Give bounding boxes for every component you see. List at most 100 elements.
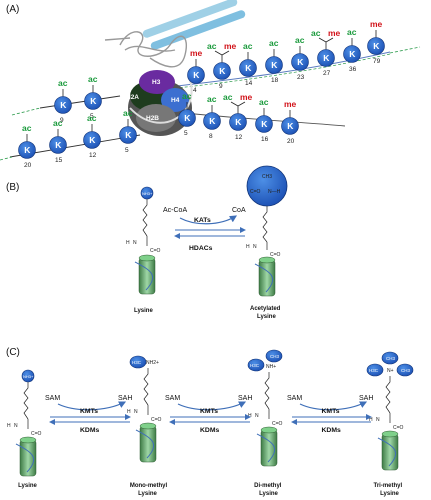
h3-subunit — [139, 70, 175, 94]
me-mark: me — [370, 19, 383, 29]
residue-letter: K — [373, 41, 380, 51]
ac-mark: ac — [87, 113, 97, 123]
ac-mark: ac — [295, 35, 305, 45]
acetylated-label-2: Lysine — [257, 314, 276, 320]
co-label: C=O — [393, 425, 404, 431]
n-label: N — [14, 423, 18, 429]
residue-letter: K — [193, 70, 200, 80]
peptide-cylinder — [256, 426, 278, 467]
residue-letter: K — [349, 49, 356, 59]
me-mark: me — [284, 99, 297, 109]
h2b-subunit — [136, 104, 176, 132]
state-label-line2: Lysine — [138, 491, 157, 497]
residue-letter: K — [271, 60, 278, 70]
peptide-cylinder — [15, 436, 37, 477]
lysine-residue-upper-3: K 18 ac — [265, 38, 283, 84]
residue-letter: K — [90, 96, 97, 106]
residue-letter: K — [235, 117, 242, 127]
lysine-structure-c: NH3+NHC=O — [7, 369, 42, 477]
residue-letter: K — [125, 130, 132, 140]
h-label: H — [248, 413, 252, 419]
residue-number: 18 — [271, 77, 279, 84]
ch3-label: CH3 — [262, 174, 272, 180]
ac-mark: ac — [207, 41, 217, 51]
lysine-residue-h4-1: K 8 ac — [203, 94, 221, 140]
peptide-cylinder-b2 — [254, 256, 276, 297]
h4-subunit — [161, 88, 189, 112]
b-h-label: H — [126, 240, 130, 246]
n-label: N — [376, 417, 380, 423]
ac-mark: ac — [347, 27, 357, 37]
h2a-label: H2A — [126, 94, 139, 101]
lysine-residue-leftlower-3: K 5 ac — [119, 108, 137, 154]
panel-a-label: (A) — [6, 4, 19, 15]
residue-letter: K — [261, 119, 268, 129]
ac-mark: ac — [207, 94, 217, 104]
residue-number: 20 — [24, 162, 32, 169]
kdms-label: KDMs — [80, 427, 99, 434]
n-label: N — [134, 409, 138, 415]
sah-label: SAH — [238, 395, 252, 402]
nh3-label: NH3+ — [142, 191, 153, 196]
residue-letter: K — [209, 116, 216, 126]
ac-mark: ac — [22, 123, 32, 133]
residue-number: 8 — [209, 133, 213, 140]
residue-number: 5 — [90, 113, 94, 120]
residue-letter: K — [184, 113, 191, 123]
mono-methyl-group: H3C — [132, 360, 142, 365]
methyl-state-label-0: Lysine — [18, 483, 37, 489]
b-co-label: C=O — [150, 248, 161, 254]
me-mark: me — [328, 28, 341, 38]
h-label: H — [369, 417, 373, 423]
sam-label: SAM — [165, 395, 180, 402]
residue-number: 5 — [184, 130, 188, 137]
residue-number: 12 — [235, 134, 243, 141]
kdms-label: KDMs — [322, 427, 341, 434]
ac-mark: ac — [123, 108, 133, 118]
ac-mark: ac — [311, 28, 321, 38]
histone-octamer: H2A H3 H4 H2B — [126, 70, 193, 136]
ac-mark: ac — [269, 38, 279, 48]
residue-number: 20 — [287, 138, 295, 145]
residue-letter: K — [245, 63, 252, 73]
n-plus-label: N+ — [387, 368, 394, 374]
residue-letter: K — [60, 100, 67, 110]
di-methyl-left: H3C — [250, 363, 260, 368]
h-label: H — [7, 423, 11, 429]
kats-label: KATs — [194, 217, 211, 224]
residue-letter: K — [287, 121, 294, 131]
residue-number: 5 — [125, 147, 129, 154]
ac-coa-label: Ac-CoA — [163, 207, 187, 214]
h-label: H — [127, 409, 131, 415]
kdms-label: KDMs — [200, 427, 219, 434]
tri-methyl-left: H3C — [369, 368, 379, 373]
sam-label: SAM — [287, 395, 302, 402]
nh-label: N—H — [268, 189, 281, 195]
tri-methyl-right: CH3 — [401, 368, 410, 373]
residue-number: 15 — [55, 157, 63, 164]
residue-number: 9 — [60, 117, 64, 124]
residue-letter: K — [24, 145, 31, 155]
me-mark: me — [240, 92, 253, 102]
sam-label: SAM — [45, 395, 60, 402]
b-co2-label: C=O — [250, 189, 261, 195]
ac-mark: ac — [259, 97, 269, 107]
ac-mark: ac — [88, 74, 98, 84]
residue-number: 36 — [349, 66, 357, 73]
h3-label: H3 — [152, 79, 161, 86]
nh3-label: NH3+ — [23, 374, 34, 379]
nh-label: NH+ — [266, 364, 276, 370]
lysine-residue-h4-4: K 20 me — [281, 99, 299, 145]
co-label: C=O — [151, 417, 162, 423]
state-label-line1: Lysine — [18, 483, 37, 489]
